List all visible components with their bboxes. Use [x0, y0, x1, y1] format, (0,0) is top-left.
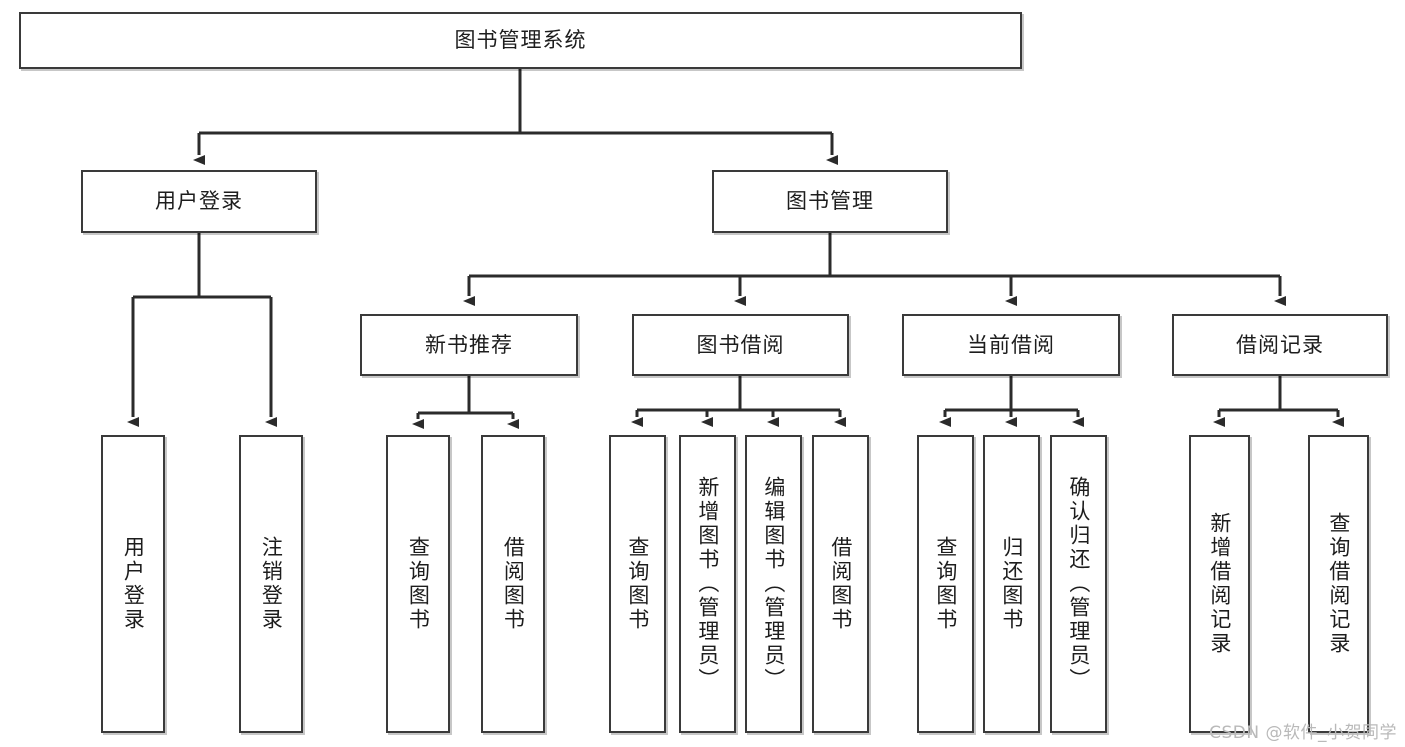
- node-label: 图书借阅: [696, 332, 785, 357]
- node-label: 当前借阅: [967, 332, 1055, 357]
- node-new-book-recommend[interactable]: 新书推荐: [360, 314, 578, 376]
- leaf-node[interactable]: 借阅图书: [481, 435, 545, 733]
- node-label: 借阅图书: [501, 536, 526, 632]
- leaf-node[interactable]: 编辑图书（管理员）: [745, 435, 802, 733]
- node-label: 借阅图书: [828, 536, 853, 632]
- node-root[interactable]: 图书管理系统: [19, 12, 1022, 69]
- node-label: 查询借阅记录: [1326, 512, 1351, 656]
- leaf-node[interactable]: 查询借阅记录: [1308, 435, 1369, 733]
- node-label: 图书管理系统: [454, 28, 587, 53]
- node-label: 归还图书: [999, 536, 1024, 632]
- leaf-node[interactable]: 借阅图书: [812, 435, 869, 733]
- leaf-node[interactable]: 新增图书（管理员）: [679, 435, 736, 733]
- node-label: 图书管理: [786, 189, 874, 214]
- node-label: 注销登录: [259, 536, 284, 632]
- node-label: 新增图书（管理员）: [695, 476, 720, 692]
- node-borrow-records[interactable]: 借阅记录: [1172, 314, 1388, 376]
- watermark: CSDN @软件_小贺同学: [1209, 723, 1397, 743]
- node-label: 新增借阅记录: [1207, 512, 1232, 656]
- node-label: 用户登录: [121, 536, 146, 632]
- node-label: 新书推荐: [425, 332, 513, 357]
- node-book-borrow[interactable]: 图书借阅: [632, 314, 849, 376]
- leaf-node[interactable]: 查询图书: [386, 435, 450, 733]
- node-current-borrow[interactable]: 当前借阅: [902, 314, 1120, 376]
- leaf-node[interactable]: 查询图书: [609, 435, 666, 733]
- node-label: 查询图书: [933, 536, 958, 632]
- node-book-management[interactable]: 图书管理: [712, 170, 948, 233]
- leaf-node[interactable]: 确认归还（管理员）: [1050, 435, 1107, 733]
- node-label: 借阅记录: [1236, 332, 1324, 357]
- node-label: 确认归还（管理员）: [1066, 476, 1091, 692]
- node-user-login[interactable]: 用户登录: [81, 170, 317, 233]
- leaf-node[interactable]: 查询图书: [917, 435, 974, 733]
- leaf-node[interactable]: 新增借阅记录: [1189, 435, 1250, 733]
- leaf-node[interactable]: 注销登录: [239, 435, 303, 733]
- leaf-node[interactable]: 归还图书: [983, 435, 1040, 733]
- node-label: 查询图书: [625, 536, 650, 632]
- leaf-node[interactable]: 用户登录: [101, 435, 165, 733]
- node-label: 查询图书: [406, 536, 431, 632]
- node-label: 用户登录: [155, 189, 243, 214]
- node-label: 编辑图书（管理员）: [761, 476, 786, 692]
